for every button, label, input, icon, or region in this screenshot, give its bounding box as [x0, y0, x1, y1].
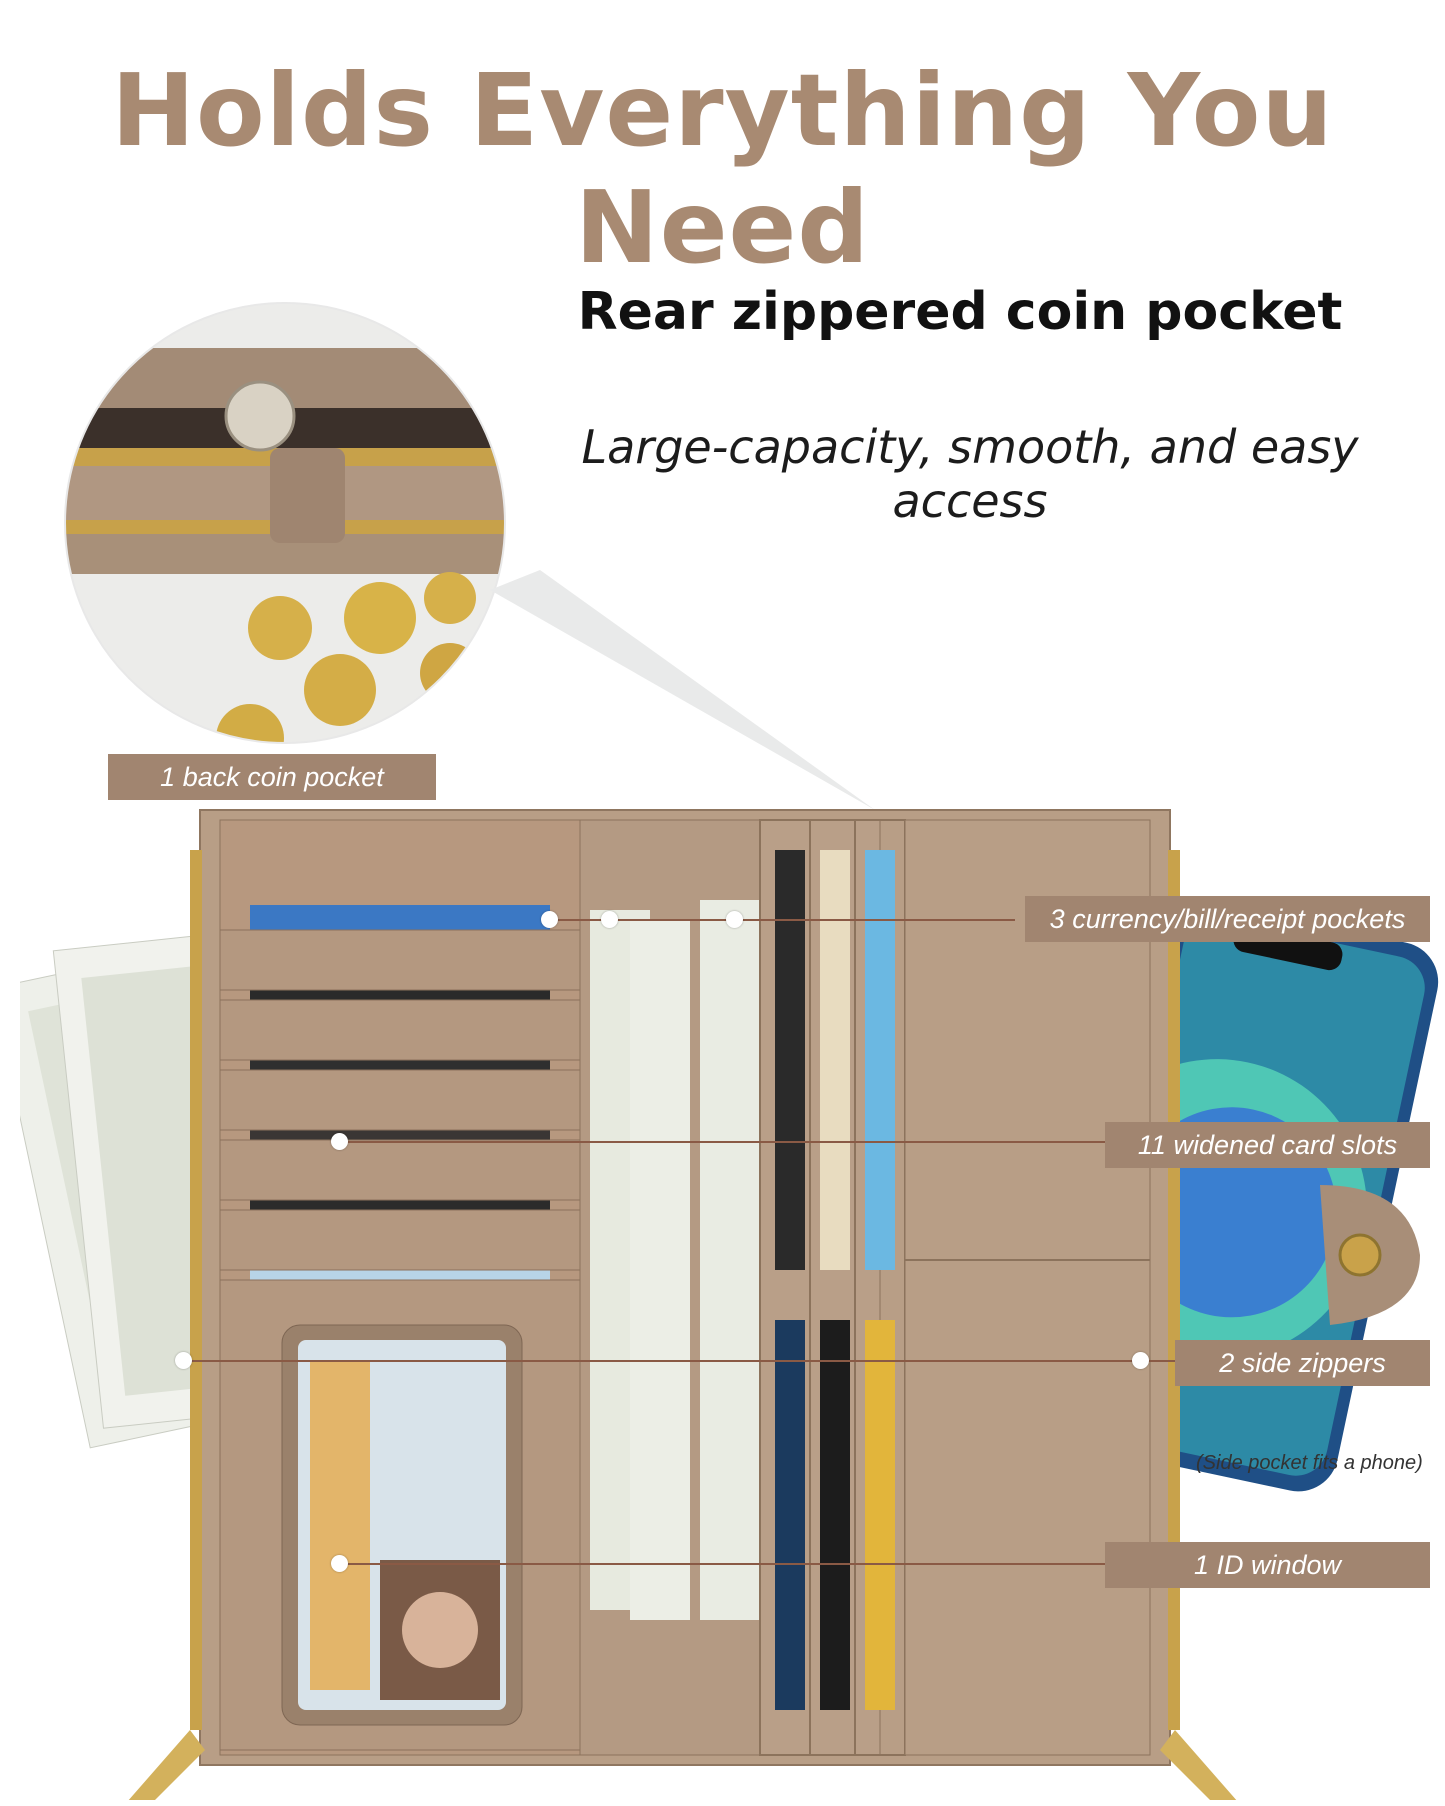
marker-dot	[175, 1352, 192, 1369]
tag-currency-pockets: 3 currency/bill/receipt pockets	[1025, 896, 1430, 942]
feature-title: Rear zippered coin pocket	[577, 282, 1343, 342]
marker-dot	[601, 911, 618, 928]
feature-subtitle: Large-capacity, smooth, and easy access	[581, 420, 1359, 528]
zoom-pointer	[490, 570, 875, 810]
marker-dot	[541, 911, 558, 928]
tag-side-zippers: 2 side zippers	[1175, 1340, 1430, 1386]
marker-dot	[726, 911, 743, 928]
side-pocket-note: (Side pocket fits a phone)	[1196, 1452, 1423, 1474]
wallet-image	[20, 809, 1439, 1800]
leader-card-slots	[340, 1141, 1130, 1143]
headline: Holds Everything You Need	[111, 52, 1334, 286]
marker-dot	[1132, 1352, 1149, 1369]
leader-side-zippers	[186, 1360, 1176, 1362]
tag-card-slots: 11 widened card slots	[1105, 1122, 1430, 1168]
leader-currency	[555, 919, 1015, 921]
tag-id-window: 1 ID window	[1105, 1542, 1430, 1588]
leader-id-window	[340, 1563, 1120, 1565]
coin-pocket-zoom-image	[64, 302, 506, 744]
tag-back-coin-pocket: 1 back coin pocket	[108, 754, 436, 800]
marker-dot	[331, 1133, 348, 1150]
marker-dot	[331, 1555, 348, 1572]
